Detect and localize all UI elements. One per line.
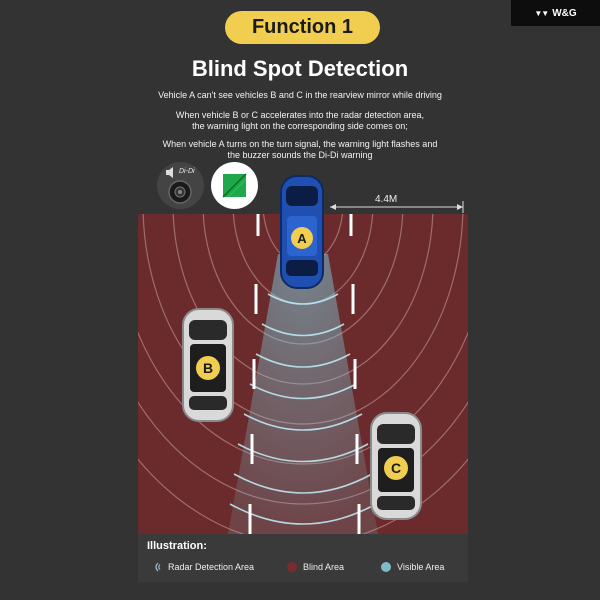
description-line: Vehicle A can't see vehicles B and C in … [158, 90, 442, 100]
vehicle-b [182, 308, 234, 422]
description-line: the warning light on the corresponding s… [192, 121, 408, 131]
brand-badge: ▼▼ W&G [511, 0, 600, 26]
description-line: When vehicle B or C accelerates into the… [175, 110, 425, 120]
brand-logo-icon: ▼▼ [534, 8, 549, 18]
blind-swatch [287, 562, 297, 572]
lane-markings [248, 214, 361, 534]
legend-title: Illustration: [147, 540, 207, 552]
vehicle-b-label: B [202, 360, 214, 376]
legend-visible-label: Visible Area [397, 562, 445, 572]
vehicle-a-label: A [297, 231, 307, 246]
visible-swatch [381, 562, 391, 572]
distance-label: 4.4M [375, 194, 398, 205]
legend: Illustration: Radar Detection Area Blind… [138, 534, 468, 582]
radar-icon [155, 562, 161, 572]
warning-light-icon [211, 162, 258, 209]
visible-area [228, 254, 378, 534]
vehicle-a [280, 175, 324, 289]
vehicle-c-label: C [390, 460, 402, 476]
brand-name: W&G [552, 7, 577, 19]
buzzer-label: Di-Di [179, 168, 195, 175]
legend-item-blind: Blind Area [287, 562, 344, 572]
function-badge: Function 1 [225, 11, 380, 44]
speaker-icon [166, 167, 173, 178]
buzzer-icon: Di-Di [157, 162, 204, 209]
legend-item-radar: Radar Detection Area [152, 562, 254, 572]
legend-item-visible: Visible Area [381, 562, 444, 572]
page-title: Blind Spot Detection [191, 56, 409, 81]
legend-blind-label: Blind Area [303, 562, 345, 572]
vehicle-c [370, 412, 422, 520]
legend-radar-label: Radar Detection Area [168, 562, 255, 572]
description-line: the buzzer sounds the Di-Di warning [227, 150, 373, 160]
description-line: When vehicle A turns on the turn signal,… [162, 139, 438, 149]
